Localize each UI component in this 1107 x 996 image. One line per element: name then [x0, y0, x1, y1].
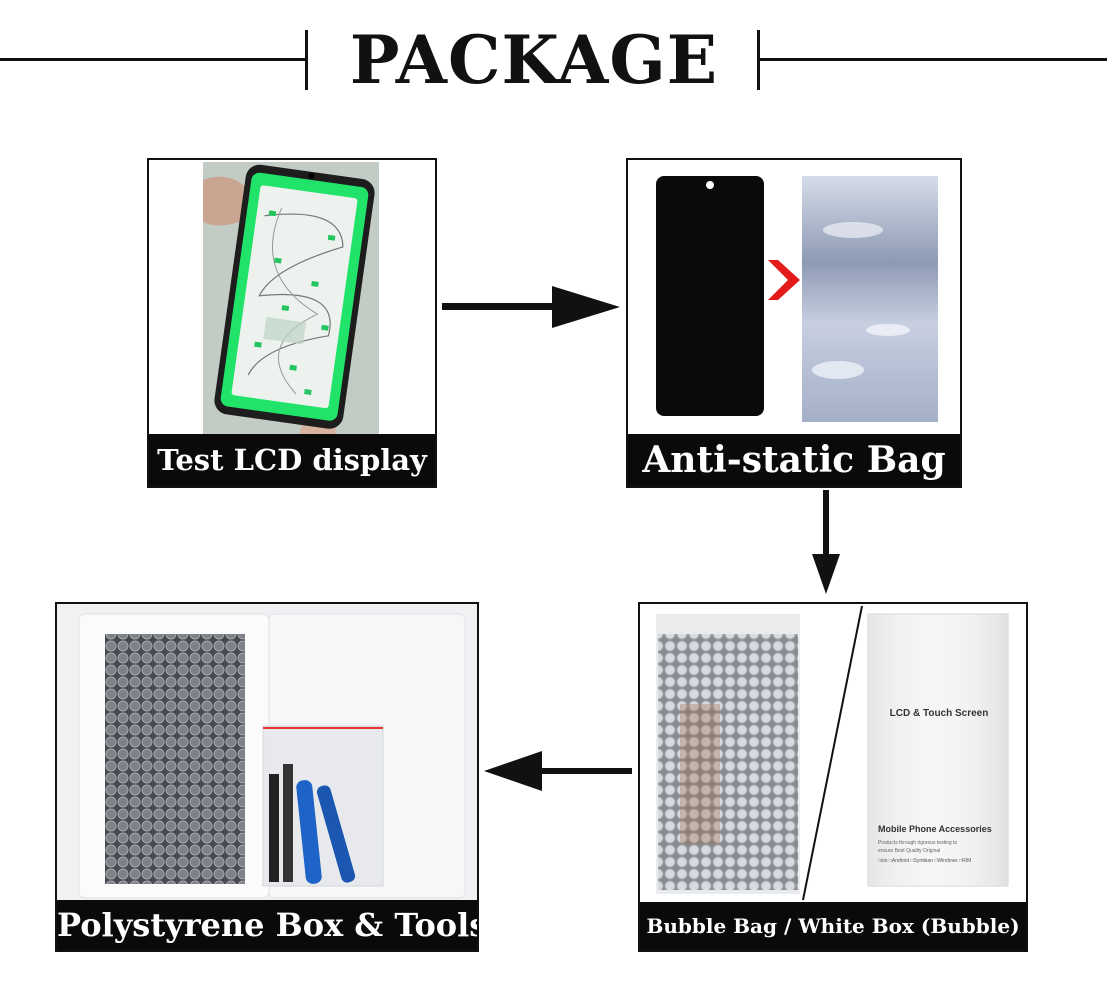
os-checkbox: □ — [878, 858, 882, 864]
step-card-anti-static-bag: Anti-static Bag — [626, 158, 962, 488]
page-title: PACKAGE — [349, 21, 719, 99]
arrow-left-icon — [484, 751, 632, 791]
step-caption: Test LCD display — [149, 434, 435, 486]
os-label: Symbian — [913, 858, 933, 864]
polystyrene-box-photo — [57, 604, 477, 902]
step-caption: Bubble Bag / White Box (Bubble) — [640, 902, 1026, 950]
white-box-title: LCD & Touch Screen — [889, 708, 989, 719]
white-box-desc-2: ensure Best Quality Original — [878, 848, 941, 854]
step-card-polystyrene-box: Polystyrene Box & Tools — [55, 602, 479, 952]
header-tick-left — [305, 30, 308, 90]
os-checkbox: □ — [959, 858, 963, 864]
step-card-bubble-bag-white-box: LCD & Touch Screen Mobile Phone Accessor… — [638, 602, 1028, 952]
os-label: RIM — [962, 858, 972, 864]
red-chevron-icon — [768, 260, 800, 300]
test-lcd-photo — [203, 162, 379, 436]
os-label: ios — [881, 858, 888, 864]
step-caption: Polystyrene Box & Tools — [57, 900, 477, 950]
os-checkbox: □ — [934, 858, 938, 864]
bubble-bag-photo — [656, 605, 1009, 901]
os-label: Android — [891, 858, 910, 864]
header-rule-left — [0, 58, 306, 61]
white-box-subtitle: Mobile Phone Accessories — [878, 824, 992, 834]
step-card-test-lcd: Test LCD display — [147, 158, 437, 488]
white-box-os-row: □ios □Android □Symbian □Windows □RIM — [878, 858, 971, 864]
os-checkbox: □ — [888, 858, 892, 864]
step-caption: Anti-static Bag — [628, 434, 960, 486]
header-rule-right — [758, 58, 1107, 61]
os-checkbox: □ — [910, 858, 914, 864]
arrow-down-icon — [812, 490, 840, 594]
os-label: Windows — [937, 858, 958, 864]
arrow-right-icon — [442, 286, 620, 328]
white-box-desc-1: Products through rigorous testing to — [878, 840, 958, 846]
anti-static-bag-photo — [656, 176, 938, 422]
